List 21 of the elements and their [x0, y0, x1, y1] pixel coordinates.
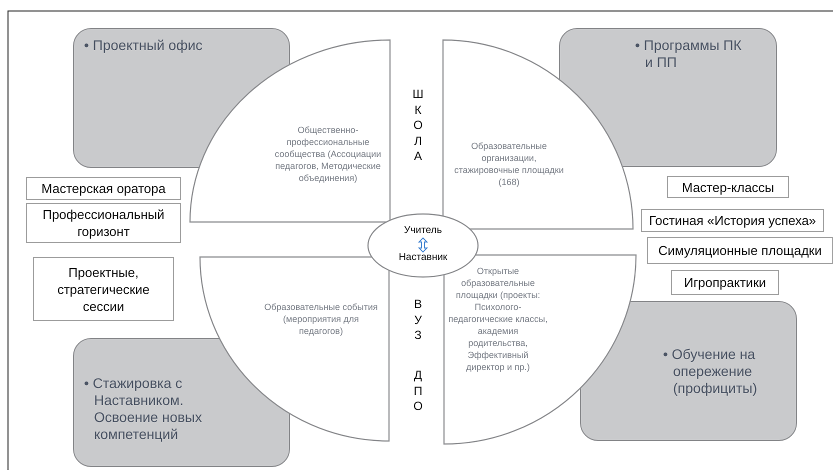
- card-text: • Обучение на опережение (профициты): [663, 346, 758, 397]
- process-card: [580, 301, 797, 441]
- activity-box: Профессиональный горизонт: [26, 203, 181, 243]
- sector-text: Открытые образовательные площадки (проекты: Психолого-педагогические классы, академия родительства, Эффективный директор и пр.): [448, 265, 548, 373]
- activity-box: Симуляционные площадки: [647, 237, 833, 264]
- role-text: Учитель: [403, 225, 443, 236]
- card-text: • Программы ПК и ПП: [635, 37, 743, 71]
- vertical-label: ДПО: [412, 368, 424, 415]
- activity-box: Мастер-классы: [667, 176, 789, 198]
- activity-box: Мастерская оратора: [26, 177, 181, 200]
- role-text: Наставник: [398, 252, 448, 263]
- activity-box: Гостиная «История успеха»: [641, 209, 824, 232]
- activity-box: Проектные, стратегические сессии: [33, 257, 174, 321]
- sector-text: Образовательные события (мероприятия для педагогов): [263, 301, 379, 337]
- vertical-label: ВУЗ: [412, 297, 423, 344]
- vertical-label: ШКОЛА: [412, 87, 424, 165]
- card-text: • Проектный офис: [84, 37, 204, 54]
- sector-text: Образовательные организации, стажировочные площадки (168): [453, 140, 565, 188]
- card-text: • Стажировка с Наставником. Освоение новых компетенций: [84, 375, 203, 443]
- activity-box: Игропрактики: [671, 270, 779, 295]
- sector-text: Общественно-профессиональные сообщества (Ассоциации педагогов, Методические объединения): [274, 124, 382, 184]
